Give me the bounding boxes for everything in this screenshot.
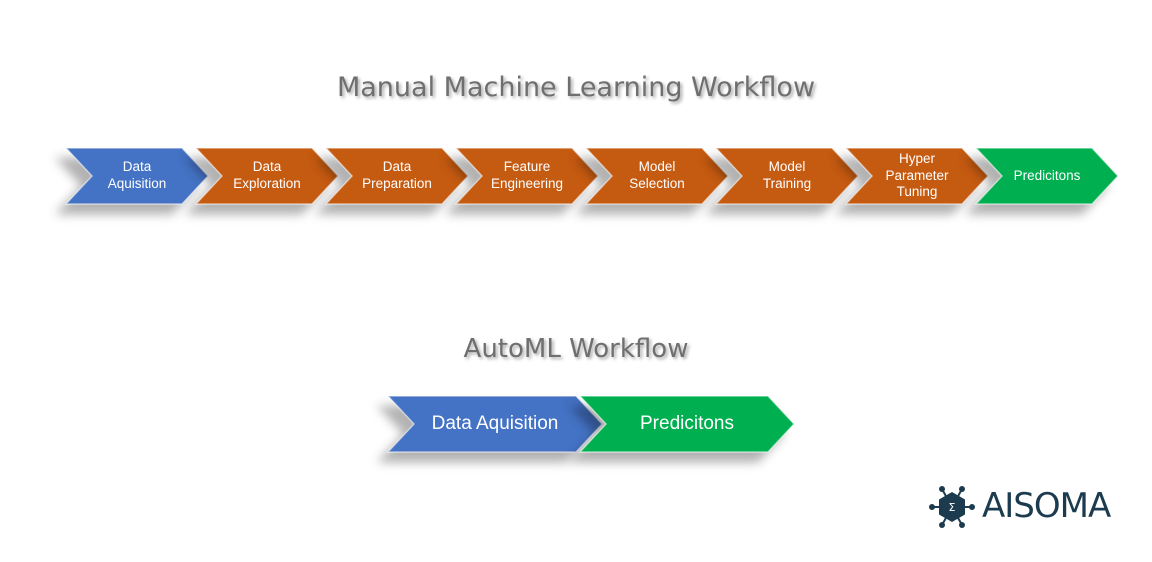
workflow-step-label: Data Aquisition: [431, 413, 559, 435]
aisoma-logo: Σ AISOMA: [928, 484, 1118, 530]
workflow-step: Predicitons: [578, 395, 796, 453]
workflow-step-label: Hyper Parameter Tuning: [885, 150, 949, 200]
workflow-step: Data Aquisition: [386, 395, 604, 453]
workflow-step: Feature Engineering: [454, 147, 600, 205]
workflow-step-label: Feature Engineering: [490, 159, 564, 191]
chevron-shape: [194, 147, 340, 205]
workflow-step-label: Data Exploration: [233, 159, 301, 191]
workflow-step: Data Preparation: [324, 147, 470, 205]
chevron-shape: [386, 395, 604, 453]
workflow-step: Model Selection: [584, 147, 730, 205]
aisoma-logo-icon: Σ: [929, 486, 975, 528]
chevron-shape: [584, 147, 730, 205]
svg-text:Σ: Σ: [949, 501, 956, 514]
workflow-step-label: Data Preparation: [362, 159, 432, 191]
workflow-step: Model Training: [714, 147, 860, 205]
chevron-shape: [64, 147, 210, 205]
workflow-step-label: Predicitons: [640, 413, 734, 435]
workflow-step-label: Model Selection: [629, 159, 685, 191]
workflow-step: Hyper Parameter Tuning: [844, 147, 990, 205]
chevron-shape: [974, 147, 1120, 205]
workflow-step: Predicitons: [974, 147, 1120, 205]
automl-workflow-title: AutoML Workflow: [463, 334, 689, 364]
chevron-shape: [714, 147, 860, 205]
chevron-shape: [324, 147, 470, 205]
chevron-shape: [578, 395, 796, 453]
chevron-shape: [454, 147, 600, 205]
manual-workflow-title: Manual Machine Learning Workflow: [336, 72, 816, 103]
workflow-step: Data Aquisition: [64, 147, 210, 205]
workflow-step-label: Predicitons: [1013, 167, 1081, 183]
workflow-step: Data Exploration: [194, 147, 340, 205]
logo-wordmark: AISOMA: [982, 486, 1111, 526]
workflow-step-label: Data Aquisition: [107, 159, 167, 191]
chevron-shape: [844, 147, 990, 205]
workflow-step-label: Model Training: [762, 159, 812, 191]
